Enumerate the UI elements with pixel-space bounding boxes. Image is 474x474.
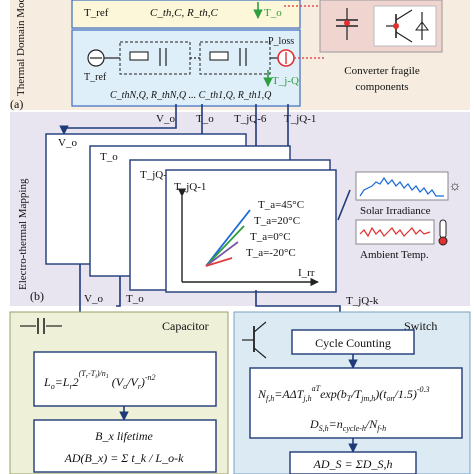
igbt-symbol-box — [373, 5, 437, 47]
capacitor-ad-formula: AD(B_x) = Σ t_k / L_o-k — [64, 451, 185, 465]
lut-curve-1 — [205, 225, 245, 267]
lut-curve-2 — [205, 241, 239, 267]
switch-ad-box — [289, 451, 417, 474]
top-cth-label: C_th,C, R_th,C — [150, 7, 219, 19]
tjq-label: T_j-Q — [272, 75, 299, 87]
resistor-1-icon — [209, 51, 229, 61]
lut-x-axis-label: I_rr — [298, 267, 315, 279]
cauer-params-label: C_thN,Q, R_thN,Q ... C_th1,Q, R_th1,Q — [110, 90, 272, 101]
top-signal-tjq6: T_jQ-6 — [234, 113, 267, 125]
bottom-signal-tjqk: T_jQ-k — [346, 295, 379, 307]
capacitor-title: Capacitor — [162, 319, 209, 333]
top-tref-label: T_ref — [84, 7, 109, 19]
capacitor-section: Capacitor Lo=Lr2(Tr-Ti)/n1 (Vo/Vr)-n2 B_… — [9, 311, 229, 474]
top-to-label: T_o — [264, 7, 282, 19]
ambient-label: Ambient Temp. — [360, 249, 429, 261]
solar-label: Solar Irradiance — [360, 205, 431, 217]
fragile-label-line1: Converter fragile — [344, 65, 420, 77]
lut-card-tjq6-label: T_jQ-6 — [140, 169, 173, 181]
capacitor-hotspot — [344, 20, 350, 26]
panel-tag-a: (a) — [10, 97, 23, 111]
top-signal-to: T_o — [196, 113, 214, 125]
nf-formula-box — [249, 367, 463, 439]
bx-lifetime-title: B_x lifetime — [95, 429, 153, 443]
cycle-counting-label: Cycle Counting — [315, 336, 391, 350]
lut-curves: T_a=45°C T_a=20°C T_a=0°C T_a=-20°C — [205, 199, 304, 267]
lut-curve-0 — [205, 209, 251, 267]
switch-ad-formula: AD_S = ΣD_S,h — [313, 457, 393, 471]
lo-formula-box — [33, 351, 217, 407]
lut-card-to-label: T_o — [100, 151, 118, 163]
fragile-label-line2: components — [355, 81, 408, 93]
cycle-counting-box — [291, 329, 415, 355]
lut-card-vo-label: V_o — [58, 137, 77, 149]
switch-section: Switch Cycle Counting Nf,h=AΔTj,haTexp(b… — [233, 311, 471, 474]
lut-card-tjq1-label: T_jQ-1 — [174, 181, 206, 193]
ploss-label: P_loss — [268, 36, 294, 47]
env-input-arrow — [337, 189, 351, 221]
bottom-signal-vo: V_o — [84, 293, 103, 305]
resistor-n-icon — [129, 51, 149, 61]
ambient-profile-curve — [359, 226, 431, 238]
sun-icon: ☼ — [449, 179, 462, 194]
lut-curve-label-3: T_a=-20°C — [246, 247, 296, 259]
bx-lifetime-box — [33, 419, 217, 473]
solar-profile-curve — [359, 176, 444, 197]
bottom-tref-label: T_ref — [84, 72, 107, 83]
lut-curve-label-2: T_a=0°C — [250, 231, 291, 243]
ds-formula: DS,h=ncycle-h/Nf-h — [309, 417, 386, 433]
top-signal-tjq1: T_jQ-1 — [284, 113, 316, 125]
lut-curve-3 — [205, 257, 233, 267]
thermal-section: (a) Thermal Domain Modeling T_ref C_th,C… — [10, 0, 470, 111]
bottom-signal-to: T_o — [126, 293, 144, 305]
thermal-side-label: Thermal Domain Modeling — [15, 0, 27, 96]
lut-card-tjq1 — [165, 169, 337, 293]
vo-feed-arrow — [59, 104, 177, 135]
lut-curve-label-1: T_a=20°C — [254, 215, 300, 227]
top-signal-vo: V_o — [156, 113, 175, 125]
igbt-hotspot — [393, 23, 399, 29]
mapping-section: Electro-thermal Mapping (b) V_o T_o T_jQ… — [10, 104, 470, 331]
panel-tag-b: (b) — [30, 289, 44, 303]
to-out-line — [116, 276, 121, 307]
mapping-side-label: Electro-thermal Mapping — [17, 178, 29, 290]
lut-curve-label-0: T_a=45°C — [258, 199, 304, 211]
thermometer-icon — [439, 219, 447, 239]
nf-formula: Nf,h=AΔTj,haTexp(bT/Tjm,h)(ton/1.5)-0.3 — [257, 384, 430, 403]
switch-thermal-network — [71, 29, 301, 107]
